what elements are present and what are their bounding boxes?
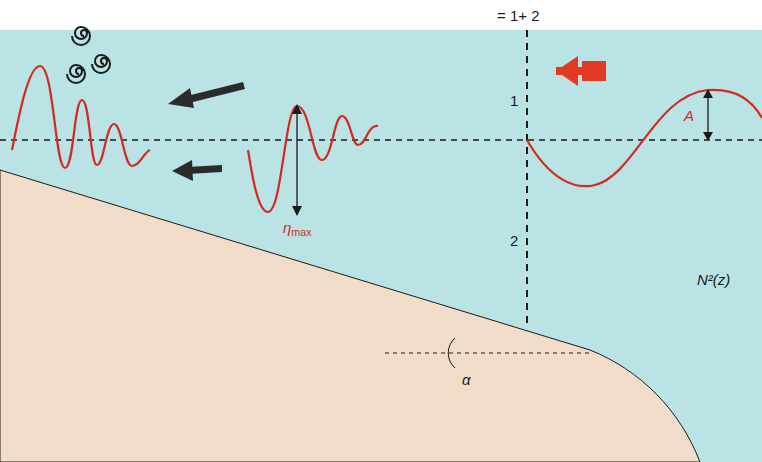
max-displacement-heads — [292, 104, 302, 216]
depth-line — [526, 30, 528, 325]
angle-arc — [448, 338, 455, 368]
slope-angle-label: α — [462, 372, 471, 387]
upper-layer-index: 1 — [510, 93, 518, 108]
incoming-wave — [527, 90, 762, 186]
eddy — [67, 65, 85, 83]
lower-layer-index: 2 — [510, 233, 518, 248]
amplitude-arrow — [707, 95, 708, 135]
arrow-head — [172, 160, 193, 181]
transport-arrows — [168, 82, 245, 181]
rest-level-line — [0, 139, 762, 140]
eddy — [72, 27, 90, 45]
max-displacement-arrow — [296, 112, 297, 211]
eddies — [67, 27, 110, 83]
max-displacement-label: ηmax — [283, 220, 312, 238]
arrow-head — [168, 88, 194, 108]
steepening-wave — [248, 106, 378, 212]
water-body — [0, 30, 762, 462]
amplitude-label: A — [684, 108, 694, 123]
depth-equation: = 1+ 2 — [497, 8, 540, 23]
horizontal-reference — [385, 353, 590, 354]
stratification-label: N²(z) — [697, 272, 730, 287]
eddy — [92, 55, 110, 73]
breaking-wave — [12, 66, 150, 168]
sloping-seabed — [0, 170, 700, 462]
arrow-shaft — [188, 165, 222, 174]
amplitude-heads — [703, 89, 713, 141]
propagation-head — [556, 56, 578, 86]
